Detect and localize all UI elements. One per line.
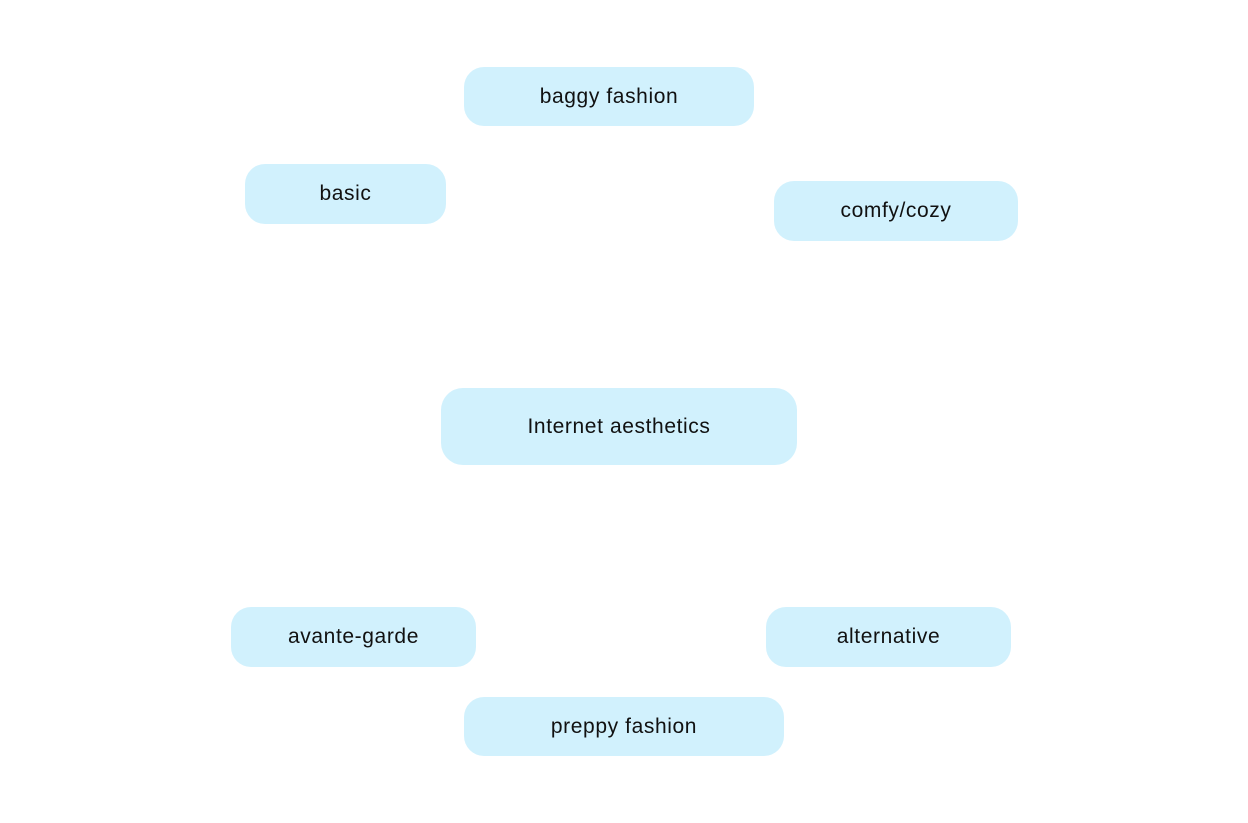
node-alternative[interactable]: alternative [766, 607, 1011, 667]
central-topic-node[interactable]: Internet aesthetics [441, 388, 797, 465]
central-topic-label: Internet aesthetics [527, 414, 711, 438]
node-label: avante-garde [288, 625, 419, 648]
node-label: basic [319, 182, 372, 205]
node-label: alternative [836, 625, 941, 648]
node-label: comfy/cozy [840, 199, 952, 222]
node-label: preppy fashion [550, 714, 698, 738]
node-baggy-fashion[interactable]: baggy fashion [464, 67, 754, 126]
node-comfy-cozy[interactable]: comfy/cozy [774, 181, 1018, 241]
node-basic[interactable]: basic [245, 164, 446, 224]
node-preppy-fashion[interactable]: preppy fashion [464, 697, 784, 756]
node-label: baggy fashion [539, 84, 679, 108]
node-avante-garde[interactable]: avante-garde [231, 607, 476, 667]
